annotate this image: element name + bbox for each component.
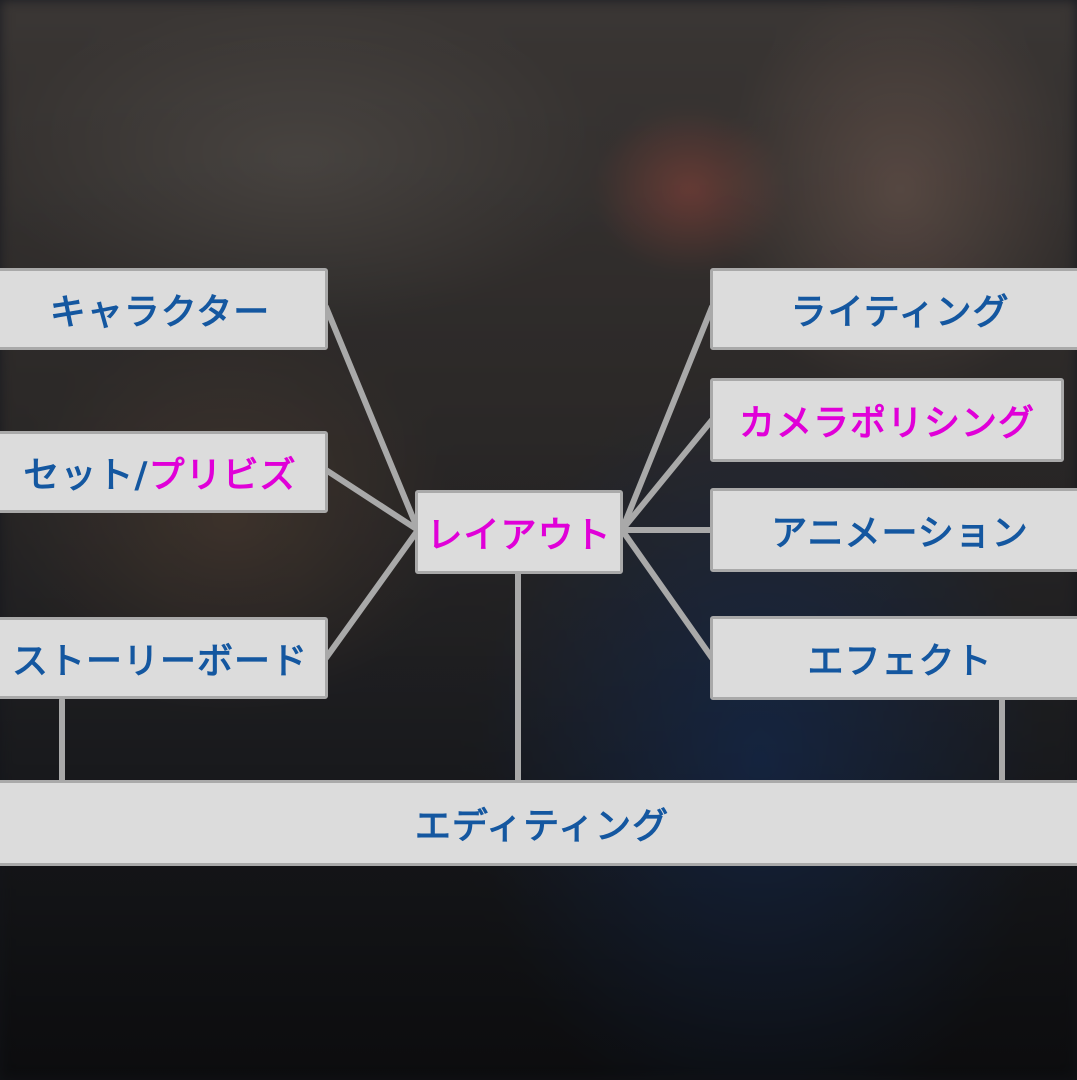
node-editing: エディティング [0, 780, 1077, 866]
node-character-label: キャラクター [49, 292, 271, 333]
node-storyboard: ストーリーボード [0, 617, 328, 699]
node-editing-label: エディティング [414, 806, 670, 847]
connector-storyboard-layout [323, 527, 421, 661]
node-set-previs: セット/プリビズ [0, 431, 328, 513]
node-storyboard-label: ストーリーボード [11, 641, 308, 682]
node-layout: レイアウト [415, 490, 623, 574]
node-animation-label: アニメーション [771, 513, 1029, 554]
connector-layout-effects [619, 527, 715, 661]
node-lighting-label: ライティング [790, 292, 1010, 333]
connector-layout-camerapolishing [619, 417, 715, 533]
node-camera-polishing-label: カメラポリシング [738, 403, 1035, 444]
node-animation: アニメーション [710, 488, 1077, 572]
node-set-label: セット/ [23, 455, 149, 496]
node-effects-label: エフェクト [807, 641, 993, 682]
node-layout-label: レイアウト [426, 515, 612, 556]
node-camera-polishing: カメラポリシング [710, 378, 1064, 462]
connector-setprevis-layout [323, 467, 421, 533]
node-lighting: ライティング [710, 268, 1077, 350]
connector-layout-lighting [619, 304, 715, 533]
node-previs-label: プリビズ [148, 455, 297, 496]
node-character: キャラクター [0, 268, 328, 350]
connector-character-layout [323, 304, 421, 533]
node-effects: エフェクト [710, 616, 1077, 700]
